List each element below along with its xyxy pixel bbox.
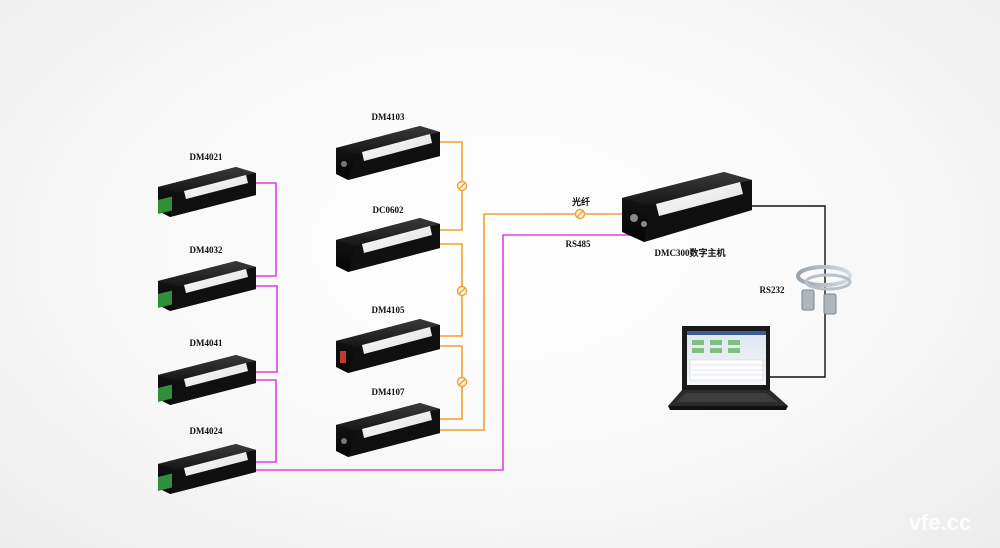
- module-dm4041: [158, 355, 256, 405]
- label-dc0602: DC0602: [373, 205, 404, 215]
- module-dm4107: [336, 403, 440, 457]
- watermark: vfe.cc: [909, 510, 971, 535]
- module-box-icon: [158, 167, 256, 217]
- rs485-link-dm4021-dm4032: [253, 182, 277, 277]
- label-dm4107: DM4107: [372, 387, 405, 397]
- module-box-icon: [158, 355, 256, 405]
- rs232-link: [752, 205, 826, 378]
- laptop-icon: [668, 326, 788, 410]
- module-box-icon: [336, 403, 440, 457]
- labels: DM4021 DM4032 DM4041 DM4024 DM4103 DC060…: [190, 112, 785, 436]
- module-dc0602: [336, 218, 440, 272]
- module-dm4024: [158, 444, 256, 494]
- label-dm4103: DM4103: [372, 112, 405, 122]
- module-dm4103: [336, 126, 440, 180]
- module-dm4032: [158, 261, 256, 311]
- fiber-couplers: [456, 180, 586, 388]
- laptop: [668, 326, 788, 410]
- label-rs232: RS232: [759, 285, 785, 295]
- modules-center: [336, 126, 440, 457]
- module-box-icon: [158, 444, 256, 494]
- module-dm4105: [336, 319, 440, 373]
- module-dm4021: [158, 167, 256, 217]
- fiber-link-to-host: [440, 213, 630, 431]
- rs485-link-to-host: [256, 234, 640, 471]
- label-dm4024: DM4024: [190, 426, 223, 436]
- label-host: DMC300数字主机: [655, 247, 726, 258]
- rs485-link-dm4041-dm4024: [253, 379, 277, 463]
- module-box-icon: [336, 218, 440, 272]
- module-box-icon: [336, 126, 440, 180]
- module-box-icon: [158, 261, 256, 311]
- rs232-cable-icon: [796, 265, 852, 315]
- rs485-link-dm4032-dm4041: [253, 285, 278, 373]
- label-fiber: 光纤: [571, 196, 590, 207]
- fiber-coupler-icon: [456, 180, 468, 192]
- label-dm4032: DM4032: [190, 245, 223, 255]
- modules-left: [158, 167, 256, 494]
- host-dmc300: [622, 172, 752, 242]
- label-dm4021: DM4021: [190, 152, 223, 162]
- fiber-coupler-icon: [456, 376, 468, 388]
- module-box-icon: [336, 319, 440, 373]
- fiber-coupler-icon: [456, 285, 468, 297]
- host-box-icon: [622, 172, 752, 242]
- fiber-coupler-icon: [574, 208, 586, 220]
- rs485-links-left: [253, 182, 640, 471]
- label-rs485: RS485: [565, 239, 591, 249]
- label-dm4105: DM4105: [372, 305, 405, 315]
- label-dm4041: DM4041: [190, 338, 223, 348]
